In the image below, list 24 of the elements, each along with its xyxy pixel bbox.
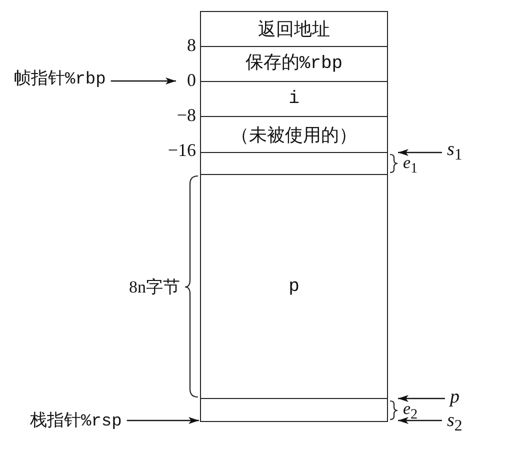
address-label: s$_{2}$ [447,410,462,436]
pointer-label: 栈指针%rsp [30,414,122,432]
offset-label: −16 [168,141,196,161]
memory-cell: 保存的%rbp [200,46,388,82]
arrow [126,417,199,424]
brace-label: e$_{1}$ [403,154,418,176]
offset-label: 0 [187,71,196,91]
address-label: p [450,388,460,408]
arrow [110,78,176,84]
pointer-label: 帧指针%rbp [14,72,106,90]
offset-label: 8 [187,36,196,56]
memory-cell [200,398,388,422]
arrow [398,149,442,156]
offset-label: −8 [176,106,196,126]
memory-cell: p [200,174,388,399]
memory-cell: 返回地址 [200,11,388,47]
memory-cell: i [200,81,388,117]
brace-label: e$_{2}$ [403,400,418,422]
brace-label: 8n字节 [129,278,180,296]
memory-cell: （未被使用的） [200,116,388,153]
arrow [398,395,445,402]
arrow [398,417,442,424]
address-label: s$_{1}$ [447,140,462,164]
memory-cell [200,152,388,175]
